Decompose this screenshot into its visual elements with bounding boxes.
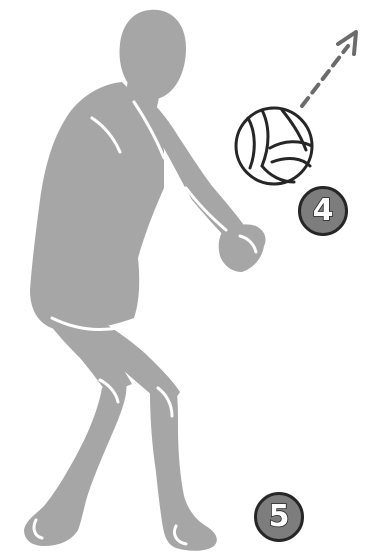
- step-badge-5: 5: [254, 492, 304, 542]
- arrow-shaft: [302, 46, 348, 106]
- arrow-head: [338, 32, 356, 54]
- player-figure: [24, 10, 266, 551]
- player-hands: [219, 224, 266, 272]
- player-back-shin: [24, 380, 127, 546]
- volleyball-icon: [236, 108, 312, 184]
- step-badge-4: 4: [298, 186, 348, 236]
- player-front-shin: [150, 386, 217, 551]
- step-number-4: 4: [313, 196, 334, 226]
- dashed-arrow-icon: [302, 32, 356, 106]
- step-number-5: 5: [269, 502, 290, 532]
